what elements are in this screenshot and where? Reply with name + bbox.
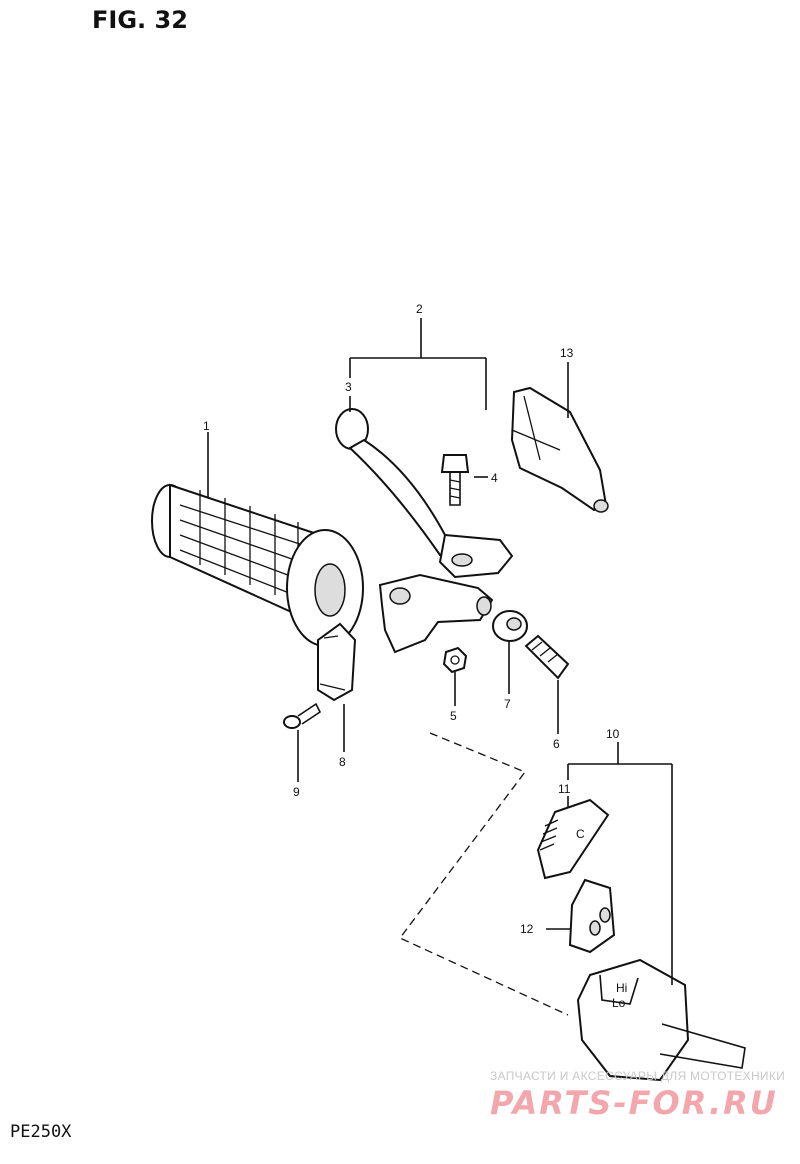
callout-5: 5 xyxy=(450,709,457,723)
callout-10: 10 xyxy=(606,727,620,741)
lever-holder xyxy=(378,573,494,654)
part-4-bolt xyxy=(440,454,470,506)
callout-1: 1 xyxy=(203,419,210,433)
callout-7: 7 xyxy=(504,697,511,711)
callout-12: 12 xyxy=(520,922,534,936)
callout-6: 6 xyxy=(553,737,560,751)
part-10-switch-housing xyxy=(576,958,746,1082)
callout-4: 4 xyxy=(491,471,498,485)
button-mark: C xyxy=(576,827,585,841)
callout-8: 8 xyxy=(339,755,346,769)
part-8-clamp xyxy=(317,622,357,702)
callout-13: 13 xyxy=(560,346,574,360)
part-12-contact-plate xyxy=(568,878,616,954)
lo-mark: Lo xyxy=(612,996,626,1010)
part-7-washer xyxy=(492,610,528,642)
part-6-adjuster xyxy=(524,634,570,680)
part-5-nut xyxy=(442,646,468,674)
part-1-grip xyxy=(151,483,364,647)
part-3-lever xyxy=(335,408,514,579)
part-13-boot xyxy=(510,386,609,513)
callout-11: 11 xyxy=(558,782,571,796)
callout-3: 3 xyxy=(345,380,352,394)
leader-lines xyxy=(207,318,673,985)
figure-title: FIG. 32 xyxy=(92,6,188,34)
callout-9: 9 xyxy=(293,785,300,799)
watermark-tagline: ЗАПЧАСТИ И АКСЕССУАРЫ ДЛЯ МОТОТЕХНИКИ xyxy=(490,1069,786,1083)
hi-mark: Hi xyxy=(616,981,627,995)
part-9-screw xyxy=(283,702,322,729)
callout-numbers: 1 2 3 4 5 6 7 8 9 10 11 12 13 xyxy=(203,302,620,936)
wire-dashed-route xyxy=(398,732,569,1016)
part-11-knob xyxy=(536,798,610,880)
callout-2: 2 xyxy=(416,302,423,316)
watermark-logo: PARTS-FOR.RU xyxy=(490,1084,778,1122)
model-code: PE250X xyxy=(10,1122,72,1142)
switch-markings: Hi Lo C xyxy=(576,827,627,1010)
